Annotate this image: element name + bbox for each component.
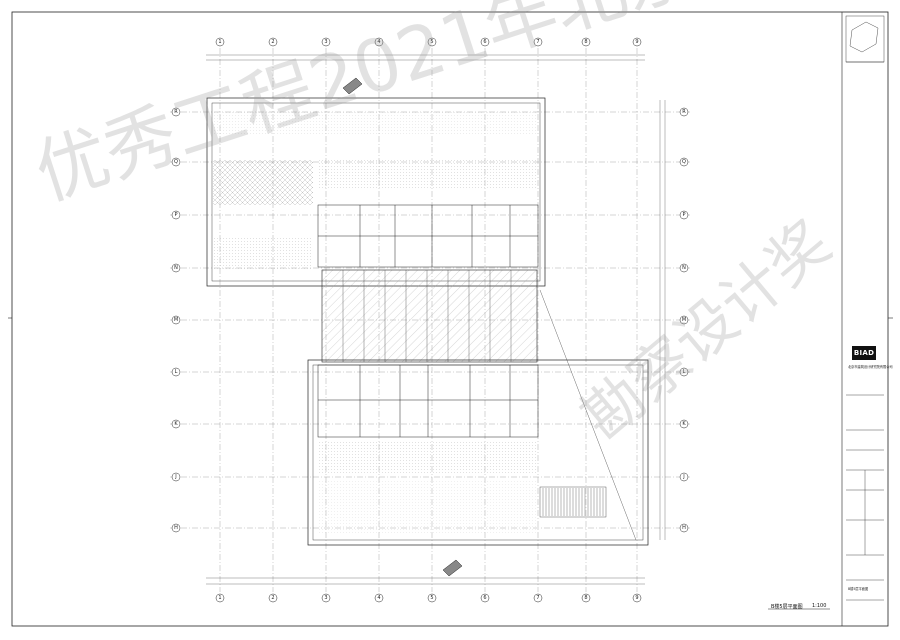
- column-grid-label: 4: [377, 39, 380, 45]
- row-grid-bubble: [679, 157, 689, 167]
- column-grid-bubble: [215, 37, 225, 47]
- column-grid-bubble: [427, 593, 437, 603]
- column-grid-bubble: [215, 593, 225, 603]
- row-grid-label: K: [174, 421, 178, 427]
- title-block-project: B楼5层平面图: [848, 586, 868, 591]
- row-grid-bubble: [679, 210, 689, 220]
- row-grid-bubble: [679, 472, 689, 482]
- column-grid-label: 4: [377, 595, 380, 601]
- row-grid-bubble: [679, 107, 689, 117]
- column-grid-label: 9: [635, 39, 638, 45]
- row-grid-bubble: [171, 107, 181, 117]
- column-grid-bubble: [321, 593, 331, 603]
- row-grid-bubble: [171, 315, 181, 325]
- company-name: 北京市建筑设计研究院有限公司: [848, 364, 893, 369]
- row-grid-label: M: [174, 317, 178, 323]
- column-grid-label: 6: [483, 39, 486, 45]
- column-grid-label: 2: [271, 39, 274, 45]
- plan-scale: 1:100: [812, 603, 827, 609]
- row-grid-label: N: [682, 265, 686, 271]
- biad-logo: BIAD: [852, 346, 876, 360]
- column-grid-bubble: [533, 37, 543, 47]
- column-grid-bubble: [268, 593, 278, 603]
- row-grid-bubble: [679, 419, 689, 429]
- row-grid-label: N: [174, 265, 178, 271]
- row-grid-bubble: [171, 210, 181, 220]
- plan-caption: B楼5层平面图: [771, 604, 803, 610]
- column-grid-bubble: [374, 593, 384, 603]
- row-grid-label: P: [682, 212, 685, 218]
- column-grid-bubble: [581, 593, 591, 603]
- column-grid-bubble: [427, 37, 437, 47]
- column-grid-bubble: [321, 37, 331, 47]
- row-grid-bubble: [171, 367, 181, 377]
- row-grid-label: J: [682, 474, 684, 480]
- column-grid-label: 5: [430, 39, 433, 45]
- column-grid-label: 9: [635, 595, 638, 601]
- row-grid-bubble: [679, 367, 689, 377]
- column-grid-label: 5: [430, 595, 433, 601]
- row-grid-bubble: [171, 419, 181, 429]
- row-grid-bubble: [679, 263, 689, 273]
- row-grid-label: R: [174, 109, 178, 115]
- column-grid-label: 1: [218, 39, 221, 45]
- row-grid-bubble: [679, 523, 689, 533]
- row-grid-label: H: [174, 525, 178, 531]
- column-grid-label: 7: [536, 39, 539, 45]
- row-grid-label: P: [174, 212, 177, 218]
- column-grid-bubble: [374, 37, 384, 47]
- column-grid-bubble: [632, 37, 642, 47]
- row-grid-label: Q: [682, 159, 686, 165]
- row-grid-bubble: [171, 523, 181, 533]
- logo-text: BIAD: [853, 349, 875, 357]
- row-grid-bubble: [171, 263, 181, 273]
- row-grid-bubble: [171, 157, 181, 167]
- column-grid-bubble: [480, 37, 490, 47]
- row-grid-label: Q: [174, 159, 178, 165]
- row-grid-label: L: [683, 369, 686, 375]
- column-grid-label: 3: [324, 39, 327, 45]
- row-grid-bubble: [679, 315, 689, 325]
- column-grid-label: 3: [324, 595, 327, 601]
- column-grid-label: 7: [536, 595, 539, 601]
- column-grid-label: 1: [218, 595, 221, 601]
- row-grid-label: J: [174, 474, 176, 480]
- row-grid-label: H: [682, 525, 686, 531]
- row-grid-label: R: [682, 109, 686, 115]
- row-grid-label: M: [682, 317, 686, 323]
- column-grid-bubble: [632, 593, 642, 603]
- column-grid-label: 6: [483, 595, 486, 601]
- row-grid-bubble: [171, 472, 181, 482]
- row-grid-label: L: [175, 369, 178, 375]
- column-grid-label: 8: [584, 39, 587, 45]
- row-grid-label: K: [682, 421, 686, 427]
- column-grid-bubble: [533, 593, 543, 603]
- column-grid-label: 8: [584, 595, 587, 601]
- column-grid-bubble: [581, 37, 591, 47]
- column-grid-bubble: [480, 593, 490, 603]
- column-grid-label: 2: [271, 595, 274, 601]
- column-grid-bubble: [268, 37, 278, 47]
